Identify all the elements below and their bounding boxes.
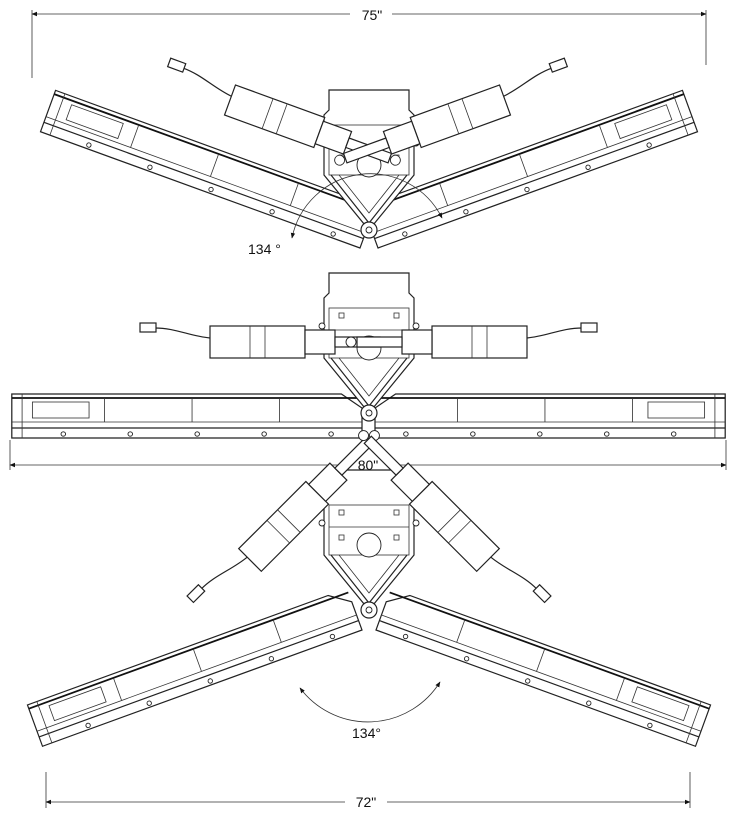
middle-width-label: 80" [358,457,379,473]
top-view: 75" 134 ° [31,6,707,257]
top-angle-label: 134 ° [248,241,281,257]
bottom-view: 72" 134° [26,417,712,810]
bottom-angle-label: 134° [352,725,381,741]
top-width-label: 75" [362,7,383,23]
bottom-width-label: 72" [356,794,377,810]
